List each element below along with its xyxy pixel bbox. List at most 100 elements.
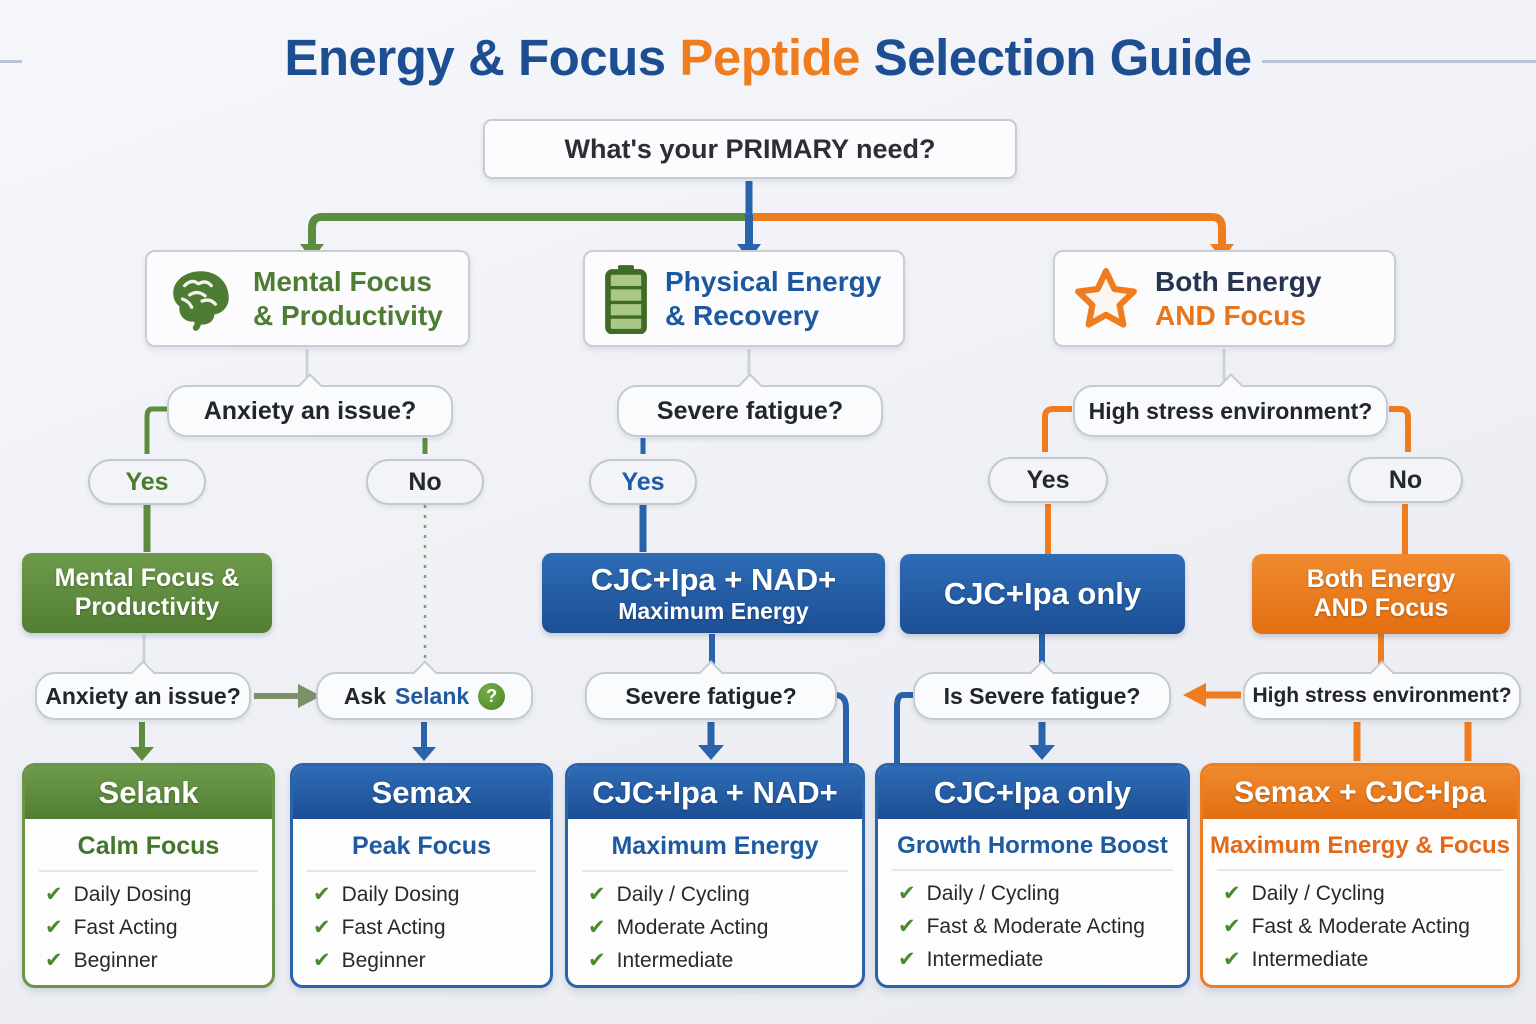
card-semax: Semax Peak Focus ✔Daily Dosing ✔Fast Act…: [290, 763, 553, 988]
title-energy-focus: Energy & Focus: [284, 29, 666, 86]
category-label-mental-focus: Mental Focus & Productivity: [253, 265, 443, 331]
feature-label: Fast & Moderate Acting: [926, 914, 1145, 938]
result-line1: CJC+Ipa + NAD+: [590, 561, 837, 597]
selank-link-text: Selank: [395, 682, 470, 709]
feature-row: ✔Moderate Acting: [568, 911, 862, 944]
check-icon: ✔: [1223, 948, 1241, 971]
card-divider: [582, 870, 848, 872]
check-icon: ✔: [45, 949, 63, 972]
answer-oval-energy-yes: Yes: [589, 459, 697, 505]
check-icon: ✔: [45, 883, 63, 906]
result-line2: AND Focus: [1313, 594, 1449, 622]
card-selank: Selank Calm Focus ✔ Daily Dosing ✔ Fast Ac…: [22, 763, 275, 988]
feature-row: ✔ Daily Dosing: [293, 878, 550, 911]
question-bubble-severe-fatigue: Severe fatigue?: [617, 373, 883, 437]
category-label-line1: Physical Energy: [665, 266, 882, 298]
feature-label: Fast Acting: [341, 915, 446, 939]
question-text: Is Severe fatigue?: [943, 682, 1141, 709]
feature-row: ✔ Fast & Moderate Acting: [1203, 910, 1517, 943]
result-box-cjc-nad: CJC+Ipa + NAD+ Maximum Energy: [542, 553, 885, 633]
card-divider: [892, 869, 1173, 871]
feature-row: ✔Beginner: [293, 944, 550, 977]
feature-label: Daily / Cycling: [1251, 881, 1385, 905]
selank-info-icon: ?: [478, 682, 506, 710]
feature-label: Intermediate: [616, 948, 734, 972]
result-line2: Maximum Energy: [618, 597, 809, 624]
result-box-cjc-only: CJC+Ipa only: [900, 554, 1185, 634]
brain-icon: [165, 267, 237, 331]
feature-label: Daily Dosing: [73, 882, 192, 906]
answer-text: Yes: [125, 467, 169, 496]
category-box-both: Both Energy AND Focus: [1053, 250, 1396, 347]
feature-label: Fast & Moderate Acting: [1251, 914, 1470, 938]
check-icon: ✔: [588, 916, 606, 939]
check-icon: ✔: [898, 948, 916, 971]
sub-question-high-stress: High stress environment?: [1243, 660, 1521, 720]
category-label-physical-energy: Physical Energy & Recovery: [665, 265, 881, 331]
feature-label: Fast Acting: [73, 915, 178, 939]
category-box-physical-energy: Physical Energy & Recovery: [583, 250, 905, 347]
check-icon: ✔: [1223, 882, 1241, 905]
result-line1: Both Energy: [1306, 565, 1456, 594]
card-header: Semax: [293, 766, 550, 819]
category-label-line2: & Recovery: [665, 299, 820, 331]
check-icon: ✔: [588, 949, 606, 972]
check-icon: ✔: [45, 916, 63, 939]
answer-oval-focus-no: No: [366, 459, 484, 505]
feature-row: ✔ Daily Dosing: [25, 878, 272, 911]
primary-question-box: What's your PRIMARY need?: [483, 119, 1017, 179]
check-icon: ✔: [1223, 915, 1241, 938]
category-label-line2: & Productivity: [253, 299, 443, 331]
question-bubble-anxiety: Anxiety an issue?: [167, 373, 453, 437]
check-icon: ✔: [898, 882, 916, 905]
question-text: High stress environment?: [1252, 684, 1512, 707]
feature-label: Daily Dosing: [341, 882, 460, 906]
question-text: Ask: [343, 682, 387, 709]
card-subtitle: Maximum Energy: [611, 832, 819, 860]
check-icon: ✔: [313, 883, 331, 906]
feature-label: Daily / Cycling: [616, 882, 750, 906]
question-text: High stress environment?: [1088, 397, 1373, 424]
question-text: Severe fatigue?: [625, 682, 797, 709]
card-cjc-only: CJC+Ipa only Growth Hormone Boost ✔Daily…: [875, 763, 1190, 988]
card-header: CJC+Ipa only: [878, 766, 1187, 819]
feature-row: ✔ Fast Acting: [293, 911, 550, 944]
title-rule-right: [1262, 60, 1536, 63]
check-icon: ✔: [898, 915, 916, 938]
card-divider: [39, 870, 258, 872]
card-subtitle: Growth Hormone Boost: [897, 832, 1168, 859]
primary-question-text: What's your PRIMARY need?: [564, 133, 936, 164]
feature-row: ✔Daily / Cycling: [878, 877, 1187, 910]
check-icon: ✔: [313, 916, 331, 939]
card-header: CJC+Ipa + NAD+: [568, 766, 862, 819]
question-text: Anxiety an issue?: [45, 682, 241, 709]
answer-text: Yes: [1026, 465, 1070, 494]
feature-label: Beginner: [73, 948, 158, 972]
feature-row: ✔Daily / Cycling: [568, 878, 862, 911]
result-line2: Productivity: [74, 593, 220, 621]
card-header: Selank: [25, 766, 272, 819]
feature-row: ✔ Fast & Moderate Acting: [878, 910, 1187, 943]
sub-question-severe-fatigue: Severe fatigue?: [585, 660, 837, 720]
feature-row: ✔ Daily / Cycling: [1203, 877, 1517, 910]
sub-question-is-severe-fatigue: Is Severe fatigue?: [913, 660, 1171, 720]
result-box-both: Both Energy AND Focus: [1252, 554, 1510, 634]
card-subtitle: Maximum Energy & Focus: [1209, 832, 1511, 859]
answer-oval-both-yes: Yes: [988, 457, 1108, 503]
card-divider: [307, 870, 536, 872]
category-label-line1: Mental Focus: [253, 266, 432, 298]
category-box-mental-focus: Mental Focus & Productivity: [145, 250, 470, 347]
category-label-both: Both Energy AND Focus: [1155, 265, 1321, 331]
title-rule-left: [0, 60, 22, 63]
answer-text: No: [408, 467, 442, 496]
category-label-line1: Both Energy: [1155, 266, 1322, 298]
card-semax-cjc: Semax + CJC+Ipa Maximum Energy & Focus ✔…: [1200, 763, 1520, 988]
card-subtitle: Calm Focus: [77, 832, 220, 860]
feature-row: ✔Intermediate: [878, 943, 1187, 976]
result-line1: Mental Focus &: [54, 564, 240, 593]
question-bubble-high-stress: High stress environment?: [1073, 373, 1388, 437]
title-peptide: Peptide: [679, 29, 861, 86]
answer-text: Yes: [621, 467, 665, 496]
battery-icon: [603, 264, 649, 334]
